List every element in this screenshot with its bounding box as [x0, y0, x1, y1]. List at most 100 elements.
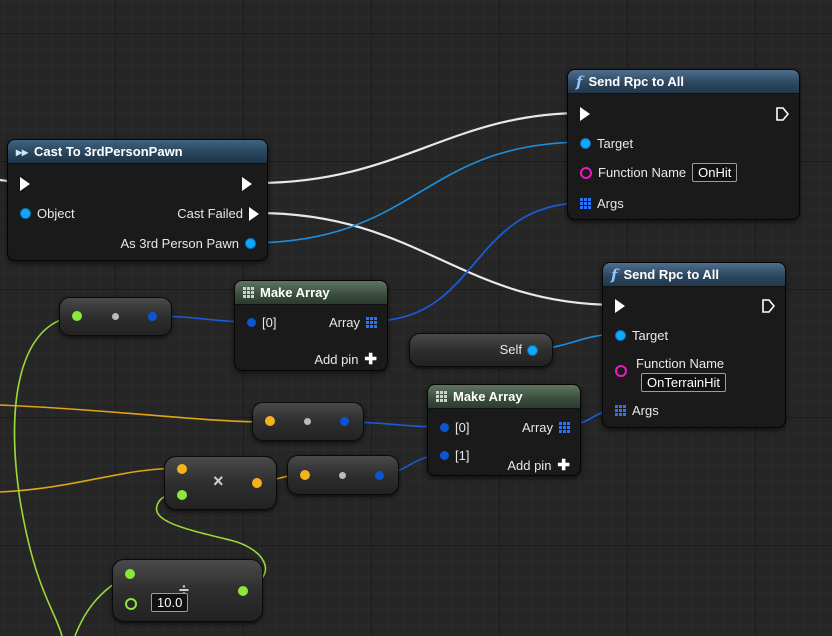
- array-out-pin-icon[interactable]: [366, 317, 377, 328]
- as-object-pin-icon[interactable]: [245, 238, 256, 249]
- make-array-2-header[interactable]: Make Array: [428, 385, 580, 409]
- exec-in-pin-icon[interactable]: [20, 177, 30, 191]
- conversion-node-1[interactable]: [59, 297, 172, 336]
- rpc2-target-pin-row[interactable]: Target: [615, 328, 668, 343]
- rpc1-exec-out[interactable]: [776, 107, 789, 121]
- plus-icon: ✚: [364, 351, 377, 368]
- exec-in-pin-icon[interactable]: [615, 299, 625, 313]
- out-pin-icon[interactable]: [340, 417, 349, 426]
- conversion-dot-icon: [304, 418, 311, 425]
- make-array-1-header[interactable]: Make Array: [235, 281, 387, 305]
- float-in-pin-icon[interactable]: [265, 416, 275, 426]
- self-object-pin-icon[interactable]: [527, 345, 538, 356]
- cast-node-title: Cast To 3rdPersonPawn: [34, 144, 183, 159]
- cast-to-3rdpersonpawn-node[interactable]: ▸▸ Cast To 3rdPersonPawn Object Cast Fai…: [7, 139, 268, 261]
- rpc2-function-name-input-row[interactable]: OnTerrainHit: [641, 373, 726, 392]
- rpc1-exec-in[interactable]: [580, 107, 590, 121]
- cast-as-pin-row[interactable]: As 3rd Person Pawn: [120, 236, 256, 251]
- exec-out-pin-icon[interactable]: [242, 177, 252, 191]
- float-b-pin-icon[interactable]: [177, 490, 187, 500]
- rpc2-header[interactable]: f Send Rpc to All: [603, 263, 785, 287]
- string-pin-icon[interactable]: [615, 365, 627, 377]
- object-pin-icon[interactable]: [20, 208, 31, 219]
- make-array-2-out-row[interactable]: Array: [522, 420, 570, 435]
- cast-object-pin-row[interactable]: Object: [20, 206, 75, 221]
- cast-failed-exec-pin-icon[interactable]: [249, 206, 259, 221]
- rpc2-exec-in[interactable]: [615, 299, 625, 313]
- rpc2-function-name-pin[interactable]: [615, 365, 627, 377]
- plus-icon: ✚: [557, 457, 570, 474]
- divide-node[interactable]: ÷ 10.0: [112, 559, 263, 622]
- make-array-2-add-pin-button[interactable]: Add pin ✚: [507, 456, 570, 474]
- rpc2-target-label: Target: [632, 328, 669, 343]
- rpc1-title: Send Rpc to All: [588, 74, 685, 89]
- make-array-2-in0-row[interactable]: [0]: [440, 420, 469, 435]
- rpc1-args-pin-row[interactable]: Args: [580, 196, 624, 211]
- green-wire-reroute1-down: [13, 315, 79, 636]
- make-array-2-in0-label: [0]: [455, 420, 470, 435]
- make-array-2-title: Make Array: [453, 389, 523, 404]
- rpc2-args-pin-row[interactable]: Args: [615, 403, 659, 418]
- conversion-node-2[interactable]: [252, 402, 364, 441]
- array-pin-icon[interactable]: [615, 405, 626, 416]
- cast-failed-label: Cast Failed: [177, 206, 243, 221]
- rpc1-target-pin-row[interactable]: Target: [580, 136, 633, 151]
- exec-out-hollow-icon[interactable]: [776, 107, 789, 121]
- array-out-pin-icon[interactable]: [559, 422, 570, 433]
- cast-icon: ▸▸: [16, 144, 29, 159]
- float-a-pin-icon[interactable]: [177, 464, 187, 474]
- string-pin-icon[interactable]: [580, 166, 592, 179]
- exec-wire-cast-to-rpc1: [256, 111, 584, 185]
- make-array-1-array-label: Array: [328, 315, 360, 330]
- cast-exec-out[interactable]: [242, 177, 252, 191]
- make-array-1-add-pin-button[interactable]: Add pin ✚: [314, 350, 377, 368]
- divide-value-input[interactable]: 10.0: [151, 593, 189, 612]
- rpc2-exec-out[interactable]: [762, 299, 775, 313]
- conversion-dot-icon: [339, 472, 346, 479]
- out-pin-icon[interactable]: [148, 312, 157, 321]
- self-node[interactable]: Self: [409, 333, 553, 367]
- rpc1-function-name-row[interactable]: Function Name OnHit: [580, 163, 738, 182]
- wildcard-pin-icon[interactable]: [440, 451, 449, 460]
- wildcard-pin-icon[interactable]: [440, 423, 449, 432]
- target-pin-icon[interactable]: [580, 138, 591, 149]
- cast-as-label: As 3rd Person Pawn: [120, 236, 239, 251]
- make-array-1-title: Make Array: [260, 285, 330, 300]
- float-in-pin-icon[interactable]: [72, 311, 82, 321]
- rpc1-function-name-label: Function Name: [598, 165, 687, 180]
- exec-in-pin-icon[interactable]: [580, 107, 590, 121]
- out-pin-icon[interactable]: [375, 471, 384, 480]
- make-array-1-out-row[interactable]: Array: [329, 315, 377, 330]
- object-wire-as-to-target: [247, 141, 587, 244]
- rpc1-args-label: Args: [597, 196, 624, 211]
- float-out-pin-icon[interactable]: [238, 586, 248, 596]
- cast-exec-in[interactable]: [20, 177, 30, 191]
- send-rpc-to-all-node-1[interactable]: f Send Rpc to All Target Function Name O…: [567, 69, 800, 220]
- make-array-node-2[interactable]: Make Array [0] Array [1] Add pin ✚: [427, 384, 581, 476]
- float-in-pin-icon[interactable]: [300, 470, 310, 480]
- make-array-2-in1-label: [1]: [455, 448, 470, 463]
- multiply-node[interactable]: ×: [164, 456, 277, 510]
- rpc1-header[interactable]: f Send Rpc to All: [568, 70, 799, 94]
- float-out-pin-icon[interactable]: [252, 478, 262, 488]
- wildcard-pin-icon[interactable]: [247, 318, 256, 327]
- float-a-pin-icon[interactable]: [125, 569, 135, 579]
- rpc1-function-name-input[interactable]: OnHit: [692, 163, 738, 182]
- conversion-node-3[interactable]: [287, 455, 399, 495]
- make-array-1-in0-row[interactable]: [0]: [247, 315, 276, 330]
- target-pin-icon[interactable]: [615, 330, 626, 341]
- self-label: Self: [499, 342, 522, 357]
- send-rpc-to-all-node-2[interactable]: f Send Rpc to All Target Function Name O…: [602, 262, 786, 428]
- rpc2-function-name-input[interactable]: OnTerrainHit: [641, 373, 726, 392]
- exec-out-hollow-icon[interactable]: [762, 299, 775, 313]
- make-array-2-in1-row[interactable]: [1]: [440, 448, 469, 463]
- cast-node-header[interactable]: ▸▸ Cast To 3rdPersonPawn: [8, 140, 267, 164]
- make-array-node-1[interactable]: Make Array [0] Array Add pin ✚: [234, 280, 388, 371]
- cast-failed-pin-row[interactable]: Cast Failed: [177, 206, 259, 221]
- make-array-icon: [436, 391, 447, 402]
- rpc2-function-name-label-row: Function Name: [636, 356, 724, 371]
- rpc2-title: Send Rpc to All: [623, 267, 720, 282]
- float-b-pin-icon[interactable]: [125, 598, 137, 610]
- array-pin-icon[interactable]: [580, 198, 591, 209]
- make-array-1-add-pin-label: Add pin: [314, 351, 359, 367]
